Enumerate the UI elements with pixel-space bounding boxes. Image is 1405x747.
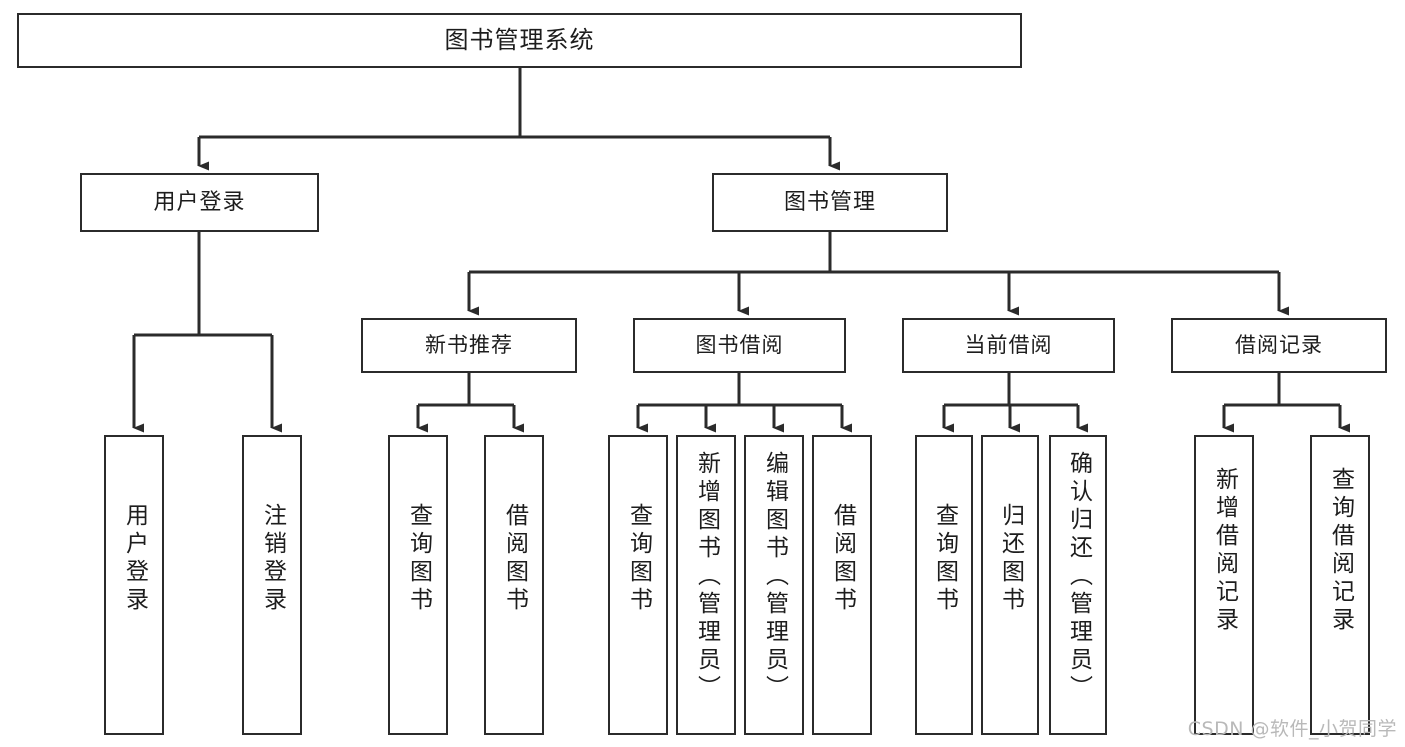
leaf-bb-edit-book-admin[interactable]: 编辑图书（管理员） — [744, 435, 804, 735]
leaf-nb-query-book[interactable]: 查询图书 — [388, 435, 448, 735]
leaf-nb-query-book-label: 查询图书 — [405, 503, 432, 615]
leaf-user-login-label: 用户登录 — [121, 503, 148, 615]
leaf-bb-query-book-label: 查询图书 — [625, 503, 652, 615]
leaf-br-query-record-label: 查询借阅记录 — [1327, 467, 1354, 635]
node-current-borrow[interactable]: 当前借阅 — [902, 318, 1115, 373]
leaf-cb-return-book[interactable]: 归还图书 — [981, 435, 1039, 735]
leaf-bb-add-book-admin[interactable]: 新增图书（管理员） — [676, 435, 736, 735]
node-user-login[interactable]: 用户登录 — [80, 173, 319, 232]
node-root-system[interactable]: 图书管理系统 — [17, 13, 1022, 68]
leaf-br-add-record[interactable]: 新增借阅记录 — [1194, 435, 1254, 735]
node-book-borrow-label: 图书借阅 — [695, 333, 784, 358]
node-book-borrow[interactable]: 图书借阅 — [633, 318, 846, 373]
leaf-cb-return-book-label: 归还图书 — [997, 503, 1024, 615]
leaf-br-query-record[interactable]: 查询借阅记录 — [1310, 435, 1370, 735]
leaf-nb-borrow-book[interactable]: 借阅图书 — [484, 435, 544, 735]
node-book-management-label: 图书管理 — [783, 189, 876, 215]
node-new-book-recommend-label: 新书推荐 — [425, 333, 513, 358]
leaf-br-add-record-label: 新增借阅记录 — [1211, 467, 1238, 635]
node-borrow-record-label: 借阅记录 — [1235, 333, 1323, 358]
node-borrow-record[interactable]: 借阅记录 — [1171, 318, 1387, 373]
leaf-logout-label: 注销登录 — [259, 503, 286, 615]
node-user-login-label: 用户登录 — [153, 189, 246, 215]
node-current-borrow-label: 当前借阅 — [964, 333, 1053, 358]
leaf-user-login[interactable]: 用户登录 — [104, 435, 164, 735]
leaf-bb-borrow-book-label: 借阅图书 — [829, 503, 856, 615]
leaf-bb-edit-book-admin-label: 编辑图书（管理员） — [761, 451, 788, 703]
leaf-cb-query-book[interactable]: 查询图书 — [915, 435, 973, 735]
leaf-bb-query-book[interactable]: 查询图书 — [608, 435, 668, 735]
leaf-cb-confirm-return-admin-label: 确认归还（管理员） — [1065, 451, 1092, 703]
node-book-management[interactable]: 图书管理 — [712, 173, 948, 232]
node-new-book-recommend[interactable]: 新书推荐 — [361, 318, 577, 373]
leaf-nb-borrow-book-label: 借阅图书 — [501, 503, 528, 615]
leaf-logout[interactable]: 注销登录 — [242, 435, 302, 735]
leaf-cb-query-book-label: 查询图书 — [931, 503, 958, 615]
csdn-watermark: CSDN @软件_小贺同学 — [1187, 718, 1397, 740]
node-root-system-label: 图书管理系统 — [444, 25, 595, 54]
leaf-cb-confirm-return-admin[interactable]: 确认归还（管理员） — [1049, 435, 1107, 735]
leaf-bb-add-book-admin-label: 新增图书（管理员） — [693, 451, 720, 703]
leaf-bb-borrow-book[interactable]: 借阅图书 — [812, 435, 872, 735]
